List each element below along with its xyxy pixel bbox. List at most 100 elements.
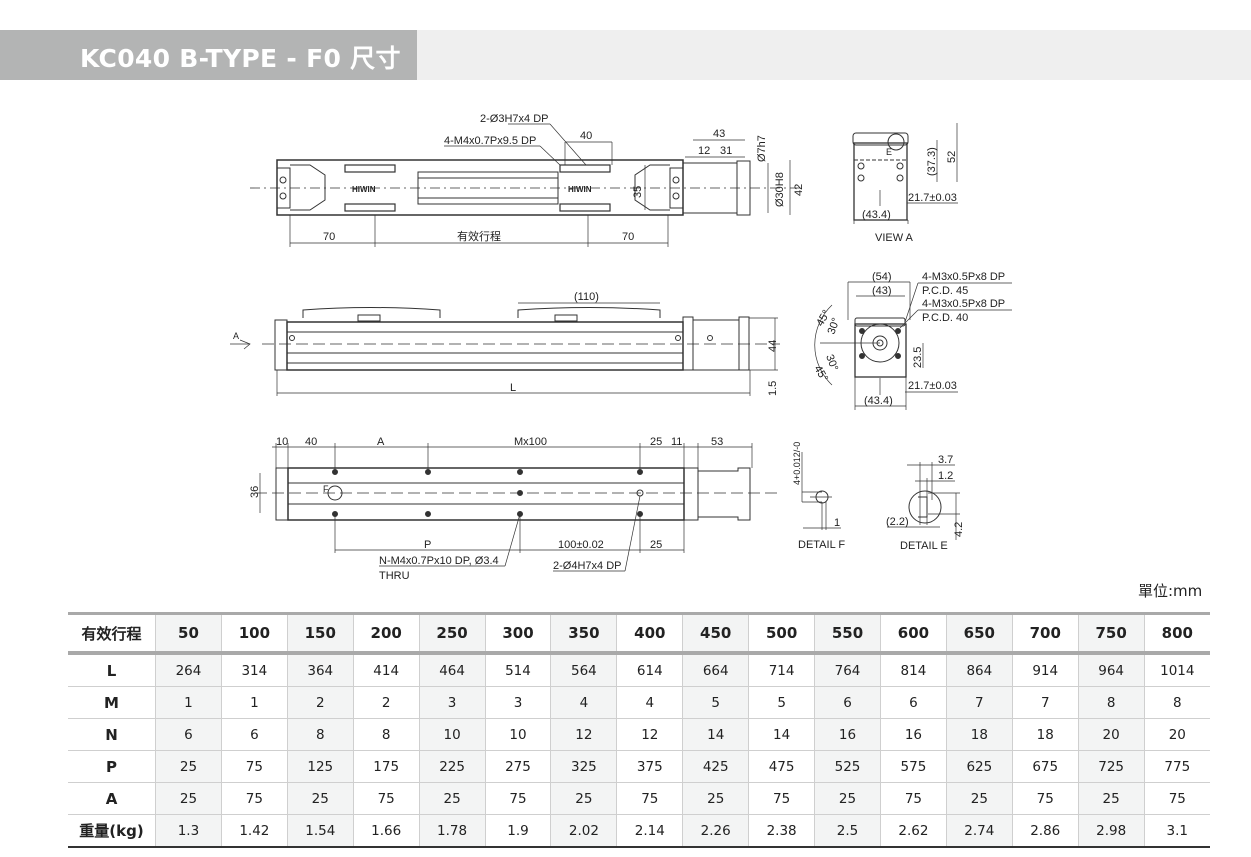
header-title-box: KC040 B-TYPE - F0 尺寸表 xyxy=(0,30,417,109)
table-cell: 1.66 xyxy=(352,814,420,847)
table-cell: 714 xyxy=(748,653,815,687)
table-cell: 575 xyxy=(879,750,947,783)
table-cell: 75 xyxy=(879,782,947,815)
table-cell: 2.98 xyxy=(1077,814,1145,847)
table-cell: 14 xyxy=(682,718,749,751)
table-cell: 3.1 xyxy=(1143,814,1210,847)
table-cell: 1.9 xyxy=(484,814,551,847)
table-cell: 1.78 xyxy=(418,814,486,847)
table-cell: 75 xyxy=(748,782,815,815)
table-cell: 16 xyxy=(879,718,947,751)
dim-35: 35 xyxy=(632,186,644,198)
table-cell: 1.3 xyxy=(155,814,222,847)
label-e: E xyxy=(886,147,892,157)
label-f: F xyxy=(323,484,329,494)
table-cell: 12 xyxy=(616,718,683,751)
table-cell: 75 xyxy=(220,750,288,783)
dim-52: 52 xyxy=(946,151,958,163)
dim-37-3: (37.3) xyxy=(926,147,938,176)
svg-text:HIWIN: HIWIN xyxy=(568,185,592,194)
table-cell: 25 xyxy=(682,782,749,815)
header-stroke-400: 400 xyxy=(616,613,683,655)
table-cell: 764 xyxy=(814,653,881,687)
table-cell: 8 xyxy=(352,718,420,751)
table-cell: 914 xyxy=(1011,653,1079,687)
angle-30-top: 30° xyxy=(826,316,843,336)
dim-21-7: 21.7±0.03 xyxy=(908,192,957,204)
dim-70-left: 70 xyxy=(323,231,335,243)
table-cell: 16 xyxy=(814,718,881,751)
header-stroke-750: 750 xyxy=(1077,613,1145,655)
table-cell: 18 xyxy=(1011,718,1079,751)
table-cell: 25 xyxy=(814,782,881,815)
table-cell: 8 xyxy=(1077,686,1145,719)
row-label: N xyxy=(68,718,156,751)
table-cell: 3 xyxy=(418,686,486,719)
header-stroke-200: 200 xyxy=(352,613,420,655)
table-cell: 125 xyxy=(286,750,354,783)
dim-1: 1 xyxy=(834,517,840,529)
table-cell: 12 xyxy=(550,718,617,751)
view-a-title: VIEW A xyxy=(875,232,914,244)
table-cell: 1014 xyxy=(1143,653,1210,687)
dim-3-7: 3.7 xyxy=(938,454,953,466)
dim-100: 100±0.02 xyxy=(558,539,604,551)
table-cell: 25 xyxy=(550,782,617,815)
header-stroke-500: 500 xyxy=(748,613,815,655)
table-cell: 564 xyxy=(550,653,617,687)
table-cell: 6 xyxy=(155,718,222,751)
table-cell: 4 xyxy=(616,686,683,719)
header-stroke-800: 800 xyxy=(1143,613,1210,655)
dim-25-bottom: 25 xyxy=(650,539,662,551)
table-cell: 614 xyxy=(616,653,683,687)
dim-23-5: 23.5 xyxy=(912,347,924,368)
table-cell: 10 xyxy=(484,718,551,751)
dim-53: 53 xyxy=(711,436,723,448)
header-stroke-350: 350 xyxy=(550,613,617,655)
table-cell: 475 xyxy=(748,750,815,783)
tap-note-pcd45: 4-M3x0.5Px8 DP xyxy=(922,271,1005,283)
pcd-45: P.C.D. 45 xyxy=(922,285,968,297)
row-label: M xyxy=(68,686,156,719)
table-cell: 2.86 xyxy=(1011,814,1079,847)
table-cell: 1 xyxy=(155,686,222,719)
table-cell: 25 xyxy=(286,782,354,815)
dim-pilot: Ø30H8 xyxy=(774,172,786,207)
header-stroke-label: 有效行程 xyxy=(68,613,156,655)
table-cell: 75 xyxy=(616,782,683,815)
dim-43-4: (43.4) xyxy=(862,209,891,221)
header-stroke-250: 250 xyxy=(418,613,486,655)
header-stroke-550: 550 xyxy=(814,613,881,655)
motor-end-view xyxy=(814,281,1012,410)
detail-e-title: DETAIL E xyxy=(900,540,948,552)
table-cell: 514 xyxy=(484,653,551,687)
dim-12: 12 xyxy=(698,145,710,157)
dim-21-7b: 21.7±0.03 xyxy=(908,380,957,392)
table-cell: 7 xyxy=(1011,686,1079,719)
dim-2-2: (2.2) xyxy=(886,516,909,528)
dim-40b: 40 xyxy=(305,436,317,448)
table-cell: 4 xyxy=(550,686,617,719)
detail-f xyxy=(801,452,841,530)
table-cell: 25 xyxy=(945,782,1013,815)
dim-54: (54) xyxy=(872,271,892,283)
dim-70-right: 70 xyxy=(622,231,634,243)
table-cell: 864 xyxy=(945,653,1013,687)
dim-11: 11 xyxy=(671,436,682,448)
dim-40: 40 xyxy=(580,130,592,142)
table-cell: 2.74 xyxy=(945,814,1013,847)
dim-4-2: 4.2 xyxy=(953,522,965,537)
table-cell: 1.42 xyxy=(220,814,288,847)
table-cell: 414 xyxy=(352,653,420,687)
header-stroke-150: 150 xyxy=(286,613,354,655)
table-cell: 2.02 xyxy=(550,814,617,847)
row-label: A xyxy=(68,782,156,815)
dim-mx100: Mx100 xyxy=(514,436,547,448)
table-cell: 464 xyxy=(418,653,486,687)
